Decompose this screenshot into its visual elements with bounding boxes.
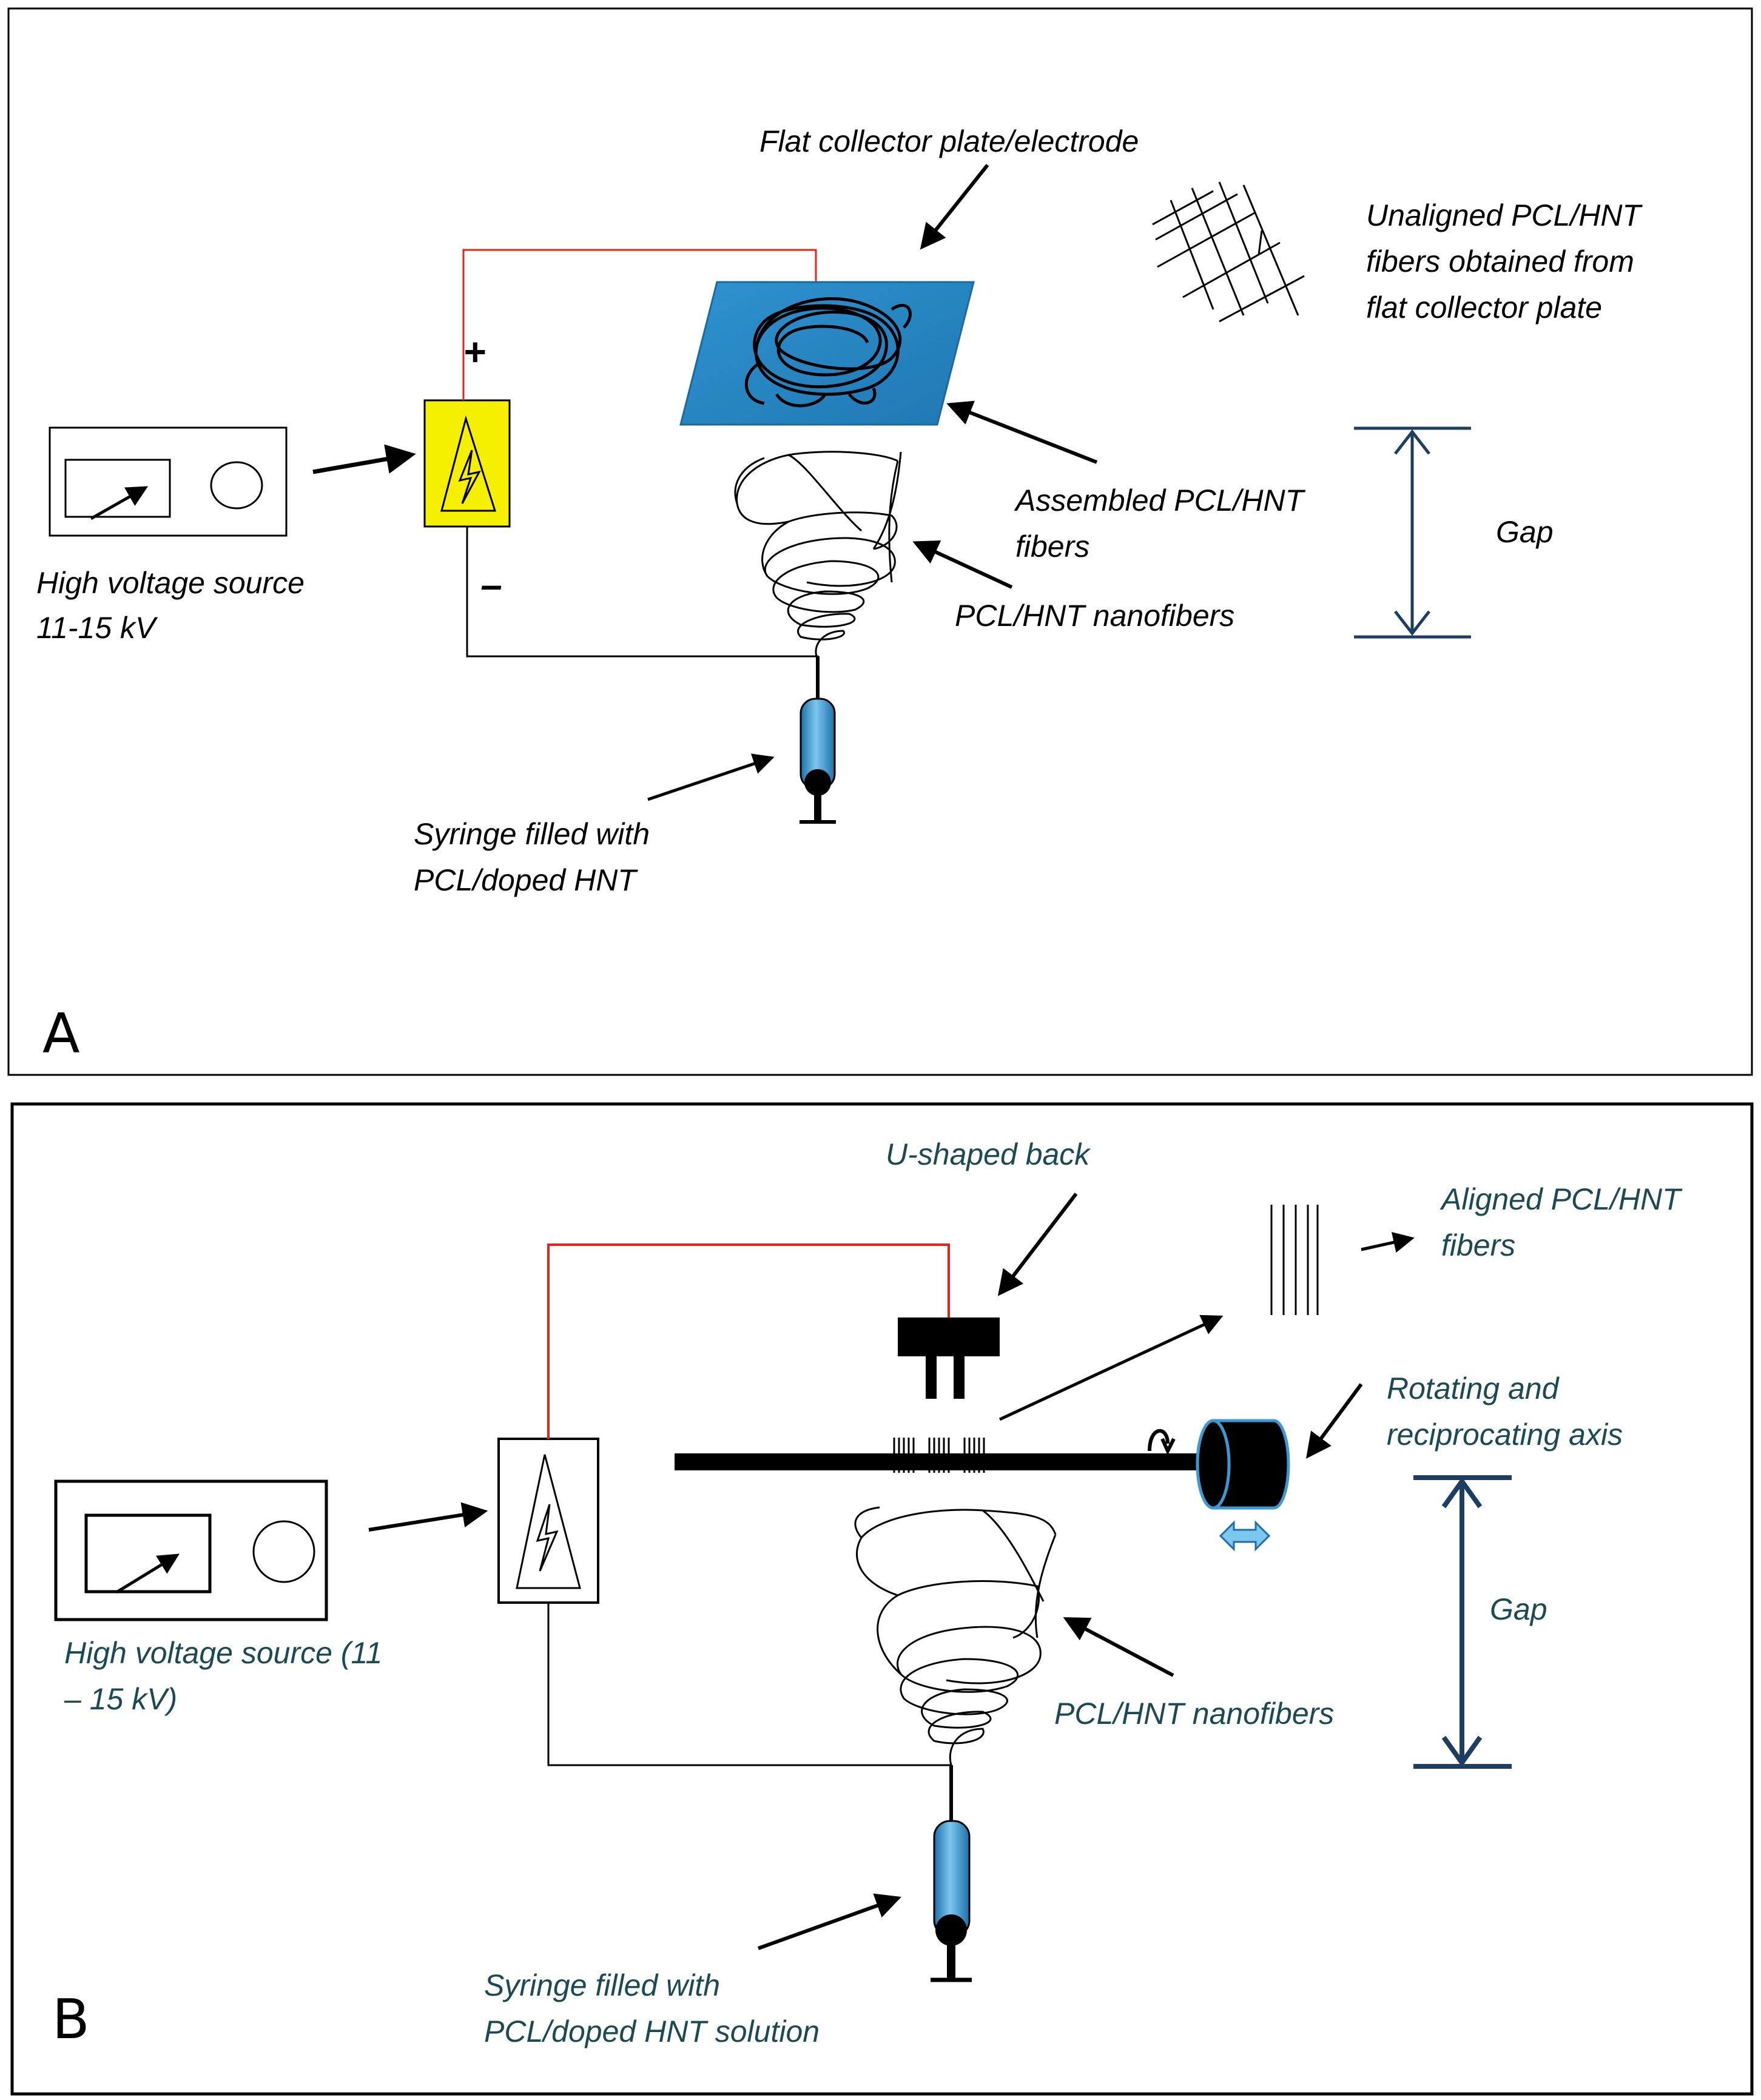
rotation-arrow-icon xyxy=(1148,1429,1176,1455)
syringe-label-b-line1: Syringe filled with xyxy=(484,1968,720,2002)
nanofibers-label-b: PCL/HNT nanofibers xyxy=(1054,1697,1334,1731)
panel-a-frame xyxy=(7,7,1753,1076)
panel-b: U-shaped back Aligned PCL/HNT fibers Rot… xyxy=(10,1102,1754,2096)
rotating-label-line1: Rotating and xyxy=(1387,1371,1560,1405)
rotating-drum xyxy=(1196,1419,1290,1510)
panel-a-letter: A xyxy=(42,1002,80,1066)
ground-wire-b xyxy=(547,1603,952,1823)
rotating-label-line2: reciprocating axis xyxy=(1387,1418,1623,1452)
arrow-syringe-b xyxy=(757,1893,901,1950)
panel-a: + – xyxy=(7,7,1753,1076)
unaligned-label-line1: Unaligned PCL/HNT xyxy=(1366,198,1643,232)
collector-plate-a xyxy=(679,281,975,426)
assembled-fiber-mat xyxy=(744,297,912,408)
panel-b-frame xyxy=(10,1102,1754,2096)
meter-needle-icon xyxy=(90,486,149,520)
nanofibers-label-a: PCL/HNT nanofibers xyxy=(955,599,1234,633)
syringe-label-a-line1: Syringe filled with xyxy=(414,817,650,851)
arrow-rotating xyxy=(1305,1383,1363,1459)
syringe-label-a-line2: PCL/doped HNT xyxy=(414,863,638,897)
arrow-u-shaped xyxy=(997,1193,1078,1296)
assembled-label-line2: fibers xyxy=(1015,530,1089,564)
unaligned-label-line3: flat collector plate xyxy=(1366,291,1602,325)
collector-label-a: Flat collector plate/electrode xyxy=(759,124,1139,158)
ground-wire-a xyxy=(466,527,819,698)
lightning-icon xyxy=(458,449,481,504)
arrow-syringe-a xyxy=(647,753,775,801)
panel-b-letter: B xyxy=(52,1988,90,2051)
arrow-nanofibers-b xyxy=(1063,1617,1174,1677)
arrow-hv-to-supply-a xyxy=(312,444,416,474)
gap-label-b: Gap xyxy=(1490,1592,1547,1626)
syringe-a xyxy=(800,656,836,824)
gap-indicator-b xyxy=(1413,1475,1512,1769)
syringe-b xyxy=(931,1765,972,1982)
fiber-cone-b xyxy=(854,1506,1057,1766)
arrow-nanofibers-a xyxy=(912,540,1013,589)
meter-needle-icon xyxy=(115,1553,180,1594)
red-wire-b xyxy=(547,1244,950,1439)
hv-source-a xyxy=(49,426,288,537)
lightning-icon xyxy=(536,1504,559,1572)
rotating-axis xyxy=(675,1419,1290,1552)
aligned-fibers-icon xyxy=(1270,1205,1319,1315)
arrow-hv-to-supply-b xyxy=(368,1502,488,1532)
unaligned-label-line2: fibers obtained from xyxy=(1366,244,1634,278)
plus-sign: + xyxy=(463,330,485,374)
hv-label-a-line1: High voltage source xyxy=(36,566,305,600)
hv-source-b xyxy=(54,1479,328,1621)
arrow-assembled-a xyxy=(946,400,1098,464)
aligned-label-line1: Aligned PCL/HNT xyxy=(1439,1182,1683,1216)
hv-label-a-line2: 11-15 kV xyxy=(36,611,158,645)
aligned-label-line2: fibers xyxy=(1441,1228,1515,1262)
arrow-to-aligned xyxy=(998,1314,1224,1421)
unaligned-fibers-icon xyxy=(1152,181,1305,323)
double-arrow-icon xyxy=(1219,1520,1271,1552)
gap-label-a: Gap xyxy=(1496,515,1554,549)
u-shaped-back xyxy=(898,1318,1000,1399)
minus-sign: – xyxy=(480,563,502,607)
gap-indicator-a xyxy=(1354,426,1471,639)
u-shaped-label: U-shaped back xyxy=(886,1137,1091,1171)
syringe-label-b-line2: PCL/doped HNT solution xyxy=(484,2014,820,2048)
hv-label-b-line2: – 15 kV) xyxy=(64,1682,177,1716)
fiber-cone-a xyxy=(734,451,902,657)
red-wire-a xyxy=(462,249,817,400)
arrow-aligned-label xyxy=(1361,1231,1415,1253)
arrow-collector-a xyxy=(920,164,989,250)
power-supply-a xyxy=(423,399,511,528)
hv-label-b-line1: High voltage source (11 xyxy=(64,1636,382,1670)
assembled-label-line1: Assembled PCL/HNT xyxy=(1014,483,1306,517)
power-supply-b xyxy=(497,1438,599,1604)
